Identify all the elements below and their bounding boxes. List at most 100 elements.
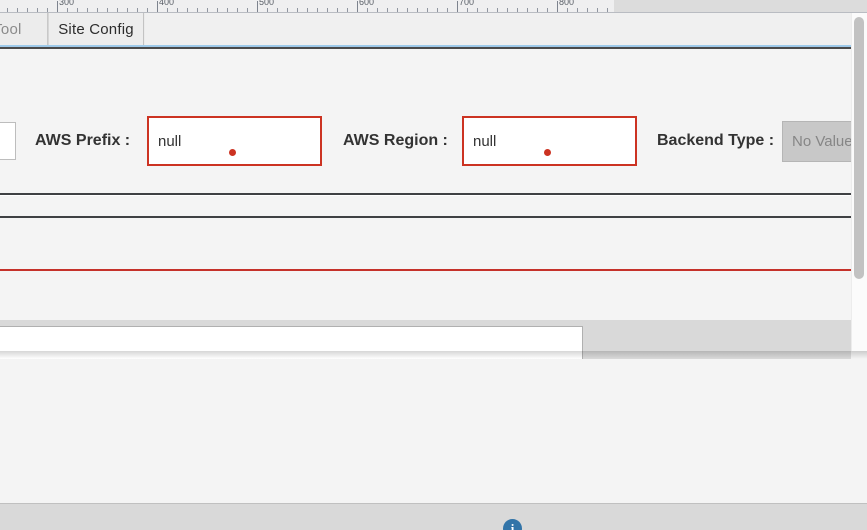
tab-site-config[interactable]: Site Config	[48, 13, 144, 46]
ruler-major-tick	[157, 1, 158, 12]
aws-region-label: AWS Region :	[343, 132, 448, 149]
backend-type-value: No Value	[792, 133, 853, 150]
aws-region-input[interactable]: null	[462, 116, 637, 166]
ruler-minor-tick	[87, 8, 88, 12]
ruler-minor-tick	[367, 8, 368, 12]
ruler-minor-tick	[127, 8, 128, 12]
ruler-minor-tick	[517, 8, 518, 12]
ruler-minor-tick	[97, 8, 98, 12]
ruler-minor-tick	[577, 8, 578, 12]
aws-prefix-value: null	[158, 132, 182, 150]
ruler-label: 300	[59, 0, 75, 7]
ruler-minor-tick	[307, 8, 308, 12]
tab-site-config-label: Site Config	[58, 21, 134, 38]
ruler-minor-tick	[597, 8, 598, 12]
backend-type-label: Backend Type :	[657, 132, 775, 149]
ruler-minor-tick	[117, 8, 118, 12]
aws-region-required-dot	[544, 149, 551, 156]
section-separator-middle	[0, 216, 867, 218]
ruler-minor-tick	[187, 8, 188, 12]
ruler-minor-tick	[27, 8, 28, 12]
ruler-minor-tick	[337, 8, 338, 12]
ruler-major-tick	[557, 1, 558, 12]
ruler-minor-tick	[177, 8, 178, 12]
ruler-minor-tick	[497, 8, 498, 12]
ruler-label: 700	[459, 0, 475, 7]
vertical-scrollbar-track[interactable]	[851, 13, 867, 351]
ruler-minor-tick	[607, 8, 608, 12]
ruler-minor-tick	[417, 8, 418, 12]
vertical-scrollbar-thumb[interactable]	[854, 17, 864, 279]
ruler-minor-tick	[317, 8, 318, 12]
info-circle-icon[interactable]	[503, 519, 522, 530]
status-bar	[0, 503, 867, 530]
tab-strip-empty-area	[145, 13, 867, 45]
ruler-minor-tick	[287, 8, 288, 12]
ruler-minor-tick	[7, 8, 8, 12]
aws-region-value: null	[473, 132, 497, 150]
ruler-minor-tick	[477, 8, 478, 12]
ruler-minor-tick	[507, 8, 508, 12]
leading-field-input[interactable]	[0, 122, 16, 160]
section-separator-highlight	[0, 195, 867, 196]
ruler-minor-tick	[107, 8, 108, 12]
ruler-label: 500	[259, 0, 275, 7]
ruler-minor-tick	[247, 8, 248, 12]
bottom-text-input[interactable]	[0, 326, 583, 362]
ruler-minor-tick	[137, 8, 138, 12]
ruler-minor-tick	[347, 8, 348, 12]
ruler-minor-tick	[237, 8, 238, 12]
section-separator-top	[0, 193, 867, 195]
ruler-minor-tick	[267, 8, 268, 12]
ruler-minor-tick	[197, 8, 198, 12]
ruler-minor-tick	[327, 8, 328, 12]
designer-ruler: 300 400 500 600 700 800	[0, 0, 867, 13]
workspace-empty-area	[0, 359, 867, 503]
ruler-label: 800	[559, 0, 575, 7]
ruler-minor-tick	[567, 8, 568, 12]
tab-strip-underline	[0, 45, 867, 46]
ruler-major-tick	[457, 1, 458, 12]
ruler-minor-tick	[587, 8, 588, 12]
ruler-minor-tick	[297, 8, 298, 12]
ruler-minor-tick	[487, 8, 488, 12]
ruler-minor-tick	[67, 8, 68, 12]
aws-prefix-input[interactable]: null	[147, 116, 322, 166]
panel-drop-shadow	[0, 351, 867, 359]
ruler-minor-tick	[397, 8, 398, 12]
ruler-minor-tick	[47, 8, 48, 12]
ruler-minor-tick	[217, 8, 218, 12]
info-circle-icon-glyph: i	[510, 521, 515, 530]
tab-strip: y Tool Site Config	[0, 13, 867, 47]
ruler-major-tick	[357, 1, 358, 12]
config-form-row: AWS Prefix : null AWS Region : null Back…	[0, 108, 867, 174]
ruler-minor-tick	[207, 8, 208, 12]
ruler-major-tick	[57, 1, 58, 12]
ruler-minor-tick	[227, 8, 228, 12]
ruler-minor-tick	[467, 8, 468, 12]
aws-prefix-label: AWS Prefix :	[35, 132, 131, 149]
ruler-minor-tick	[147, 8, 148, 12]
ruler-minor-tick	[167, 8, 168, 12]
validation-rule-line	[0, 269, 867, 271]
ruler-label: 600	[359, 0, 375, 7]
ruler-minor-tick	[427, 8, 428, 12]
ruler-minor-tick	[17, 8, 18, 12]
tab-y-tool[interactable]: y Tool	[0, 13, 48, 46]
ruler-minor-tick	[447, 8, 448, 12]
ruler-minor-tick	[37, 8, 38, 12]
site-config-panel: AWS Prefix : null AWS Region : null Back…	[0, 47, 867, 367]
aws-prefix-required-dot	[229, 149, 236, 156]
ruler-minor-tick	[387, 8, 388, 12]
ruler-major-tick	[257, 1, 258, 12]
ruler-minor-tick	[407, 8, 408, 12]
ruler-inactive-region	[614, 0, 867, 12]
ruler-minor-tick	[437, 8, 438, 12]
tab-y-tool-label: y Tool	[0, 21, 22, 38]
ruler-minor-tick	[547, 8, 548, 12]
ruler-label: 400	[159, 0, 175, 7]
ruler-minor-tick	[527, 8, 528, 12]
ruler-minor-tick	[377, 8, 378, 12]
ruler-minor-tick	[537, 8, 538, 12]
